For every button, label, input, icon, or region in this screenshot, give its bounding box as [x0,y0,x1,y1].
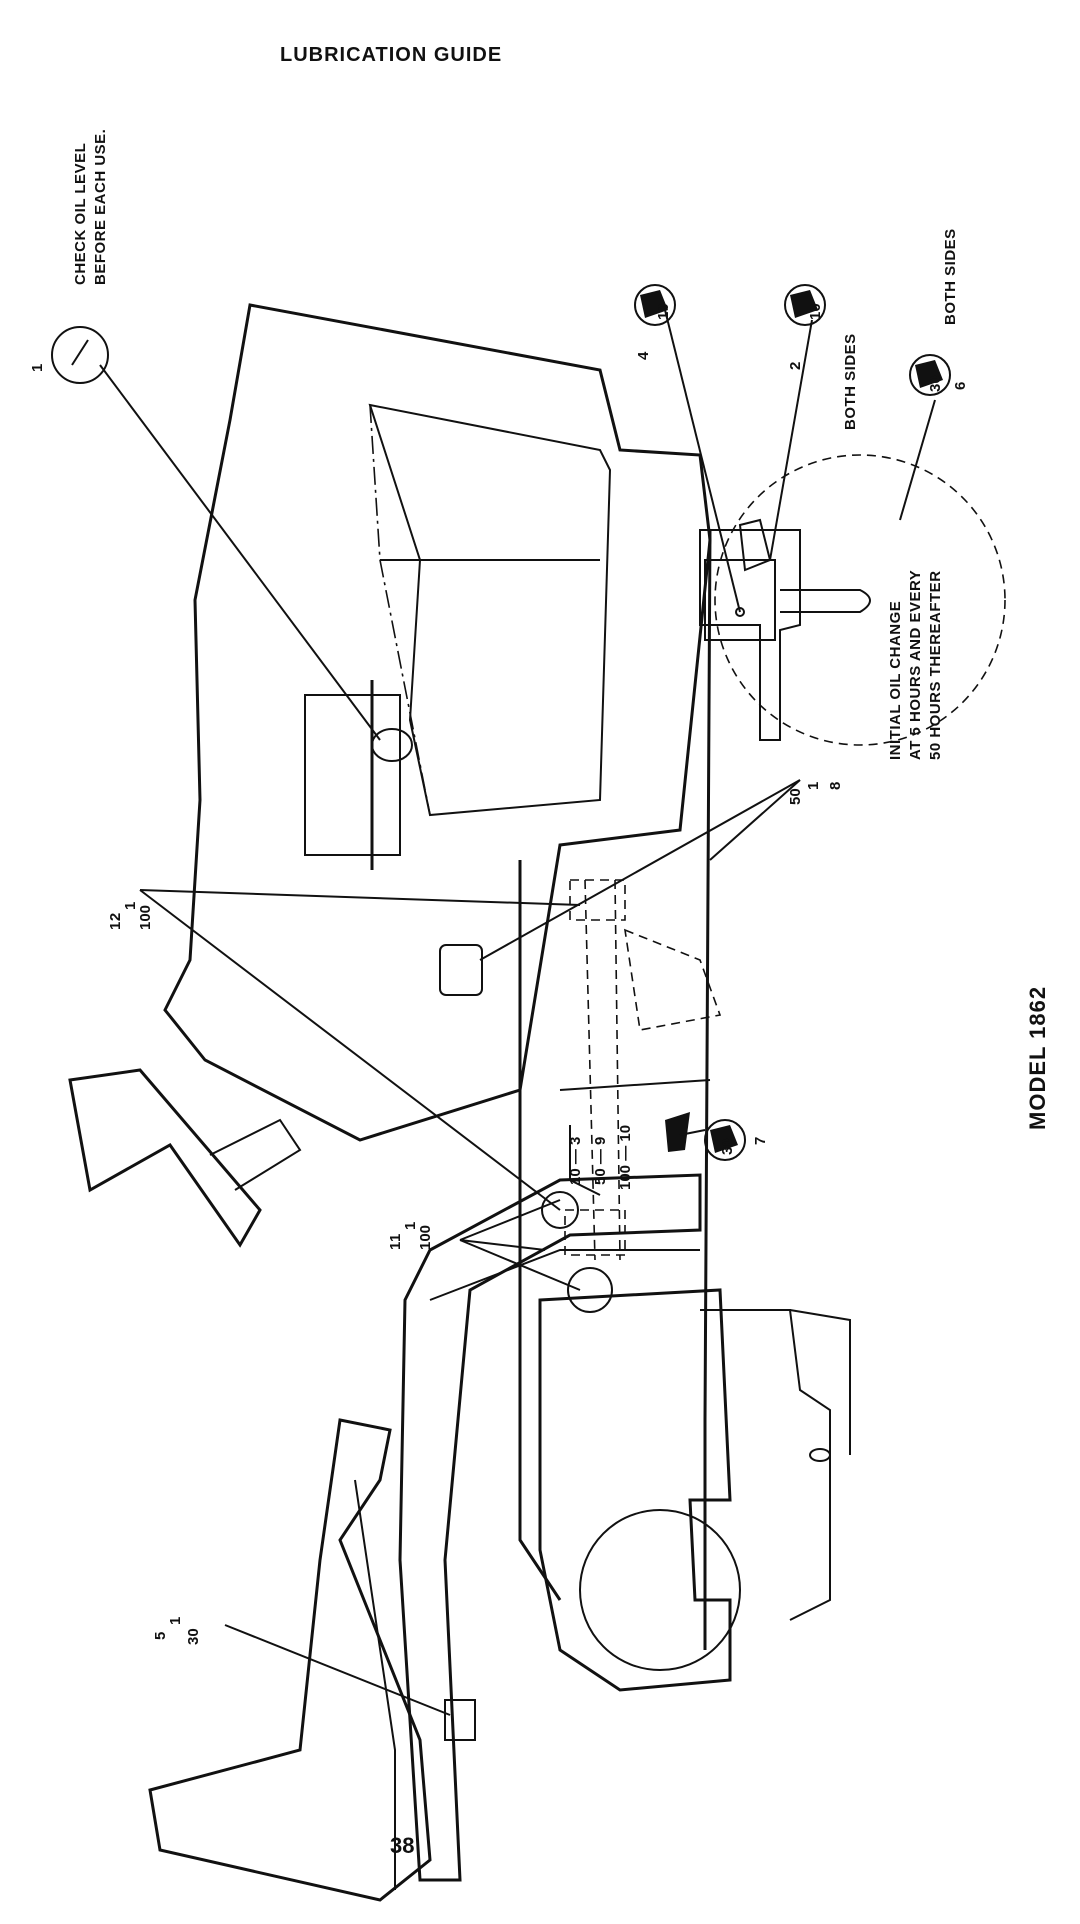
pto-fitting-5 [444,1699,476,1741]
both-sides-label-a: BOTH SIDES [842,333,859,430]
callout-8-code: 50 [787,788,804,805]
callout-7-number: 7 [752,1136,769,1145]
dipstick-icon [51,326,109,384]
callout-12-n1: 1 [122,901,139,910]
callout-7-code: 30 [719,1138,736,1155]
transmission-case [538,1288,732,1692]
fender-inner [429,1249,700,1301]
tie-rod-end [738,518,772,572]
frame-cross [559,1079,711,1091]
callout-11-number: 11 [387,1233,404,1250]
oil-can-icon [704,1119,746,1161]
brake-rod [789,1309,851,1455]
axle-stub [780,589,871,613]
shift-lever-fitting [567,1267,613,1313]
callout-8-n1: 1 [805,781,822,790]
callout-11-n1: 1 [402,1221,419,1230]
oil-change-line1: INITIAL OIL CHANGE [887,601,904,760]
oil-change-line3: 50 HOURS THEREAFTER [927,570,944,760]
rear-wheel-hub [579,1509,741,1671]
hood-outline [163,303,712,1142]
callout-12-number: 12 [107,912,124,930]
spindle-bracket [704,559,776,641]
leader-lines [99,309,936,1716]
callout-labels: 1 CHECK OIL LEVEL BEFORE EACH USE. 4 10 … [29,129,1050,1645]
oil-can-icon [784,284,826,326]
callout-11-code: 100 [417,1225,434,1250]
callout-5-code: 30 [185,1628,202,1645]
callout-5-n1: 1 [167,1616,184,1625]
rear-fender [398,1173,702,1882]
seat [148,1418,432,1902]
callout-4-code: 10 [655,303,672,320]
callout-6-number: 6 [952,381,969,390]
steering-wheel [68,1068,262,1248]
pivot-fitting [541,1191,579,1229]
oil-can-icon [909,354,951,396]
lever-fitting-7 [665,1112,690,1152]
fuel-tank [304,694,401,856]
oil-filler-cap [371,728,413,762]
interval-9: 50 — 9 [592,1137,609,1185]
steering-column [209,1118,302,1191]
brake-clevis [809,1448,831,1462]
callout-8-n2: 8 [827,781,844,790]
drive-shaft [584,879,596,1261]
callout-4-number: 4 [635,351,652,360]
page-number: 38 [390,1833,415,1858]
callout-6-code: 30 [927,375,944,392]
pulley-guard [624,928,722,1031]
hood-inner [368,403,612,817]
transmission-side [700,1309,831,1621]
drive-shaft-2 [614,879,621,1261]
interval-bracket [569,1125,601,1196]
oil-can-icon [634,284,676,326]
model-label: MODEL 1862 [1025,986,1050,1130]
coupler-front [569,879,626,921]
page-header: LUBRICATION GUIDE [280,44,503,66]
oil-filter [439,944,483,996]
callout-2-code: 10 [807,303,824,320]
interval-3: 10 — 3 [567,1137,584,1185]
callout-12-code: 100 [137,905,154,930]
callout-1-note-line1: CHECK OIL LEVEL [72,143,89,285]
callout-5-number: 5 [152,1631,169,1640]
callout-2-number: 2 [787,361,804,370]
callout-1-number: 1 [29,363,46,372]
frame-rail-right [703,529,712,1650]
interval-10: 100 — 10 [617,1125,634,1190]
front-wheel-outline [714,454,1006,746]
callout-1-note-line2: BEFORE EACH USE. [92,129,109,285]
both-sides-label-b: BOTH SIDES [942,228,959,325]
tractor-drawing [68,303,1006,1902]
dipstick-stroke [71,339,89,366]
callout-icons [51,284,951,1161]
seat-edge [354,1479,396,1890]
oil-change-line2: AT 5 HOURS AND EVERY [907,570,924,760]
front-axle [699,529,801,741]
